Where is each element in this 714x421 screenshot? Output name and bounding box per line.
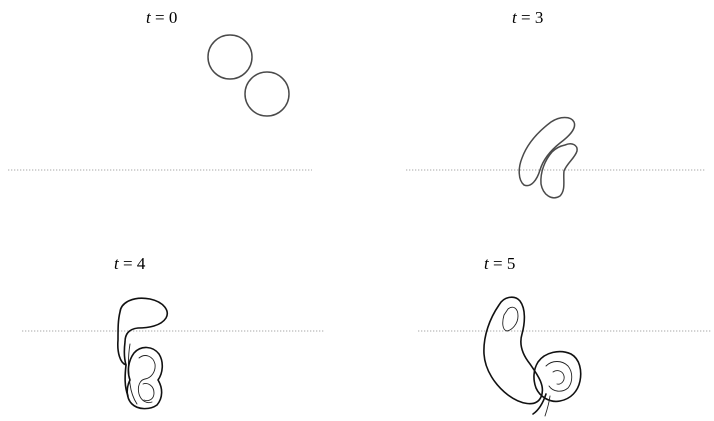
bubble-elongated-right	[540, 143, 578, 199]
panel-label-t3: t = 3	[512, 8, 543, 27]
deformed-bubble-tail-inner	[544, 395, 551, 417]
panel-t4: t = 4	[22, 254, 324, 410]
deformed-bubble-rolled	[533, 350, 582, 403]
panel-t5: t = 5	[418, 254, 712, 417]
panel-label-t5: t = 5	[484, 254, 515, 273]
deformed-bubble-lower-inner-fold-2	[142, 383, 155, 402]
deformed-bubble-crescent	[483, 296, 544, 405]
deformed-bubble-rolled-inner	[545, 361, 573, 392]
deformed-bubble-upper-lobe	[117, 297, 168, 366]
deformed-bubble-lower-lobe	[126, 346, 164, 410]
panel-t3: t = 3	[406, 8, 706, 199]
deformed-bubble-lower-inner-fold	[137, 355, 156, 404]
deformed-bubble-crescent-inner	[502, 306, 519, 332]
panel-label-t0: t = 0	[146, 8, 177, 27]
bubble-lower	[244, 71, 290, 117]
panel-label-t4: t = 4	[114, 254, 146, 273]
deformed-bubble-rolled-core	[552, 370, 565, 385]
bubble-upper	[207, 34, 253, 80]
deformed-bubble-stem-inner	[128, 343, 138, 405]
panel-t0: t = 0	[8, 8, 312, 171]
deformed-bubble-tail	[532, 393, 547, 415]
bubble-elongated-left	[518, 116, 576, 187]
